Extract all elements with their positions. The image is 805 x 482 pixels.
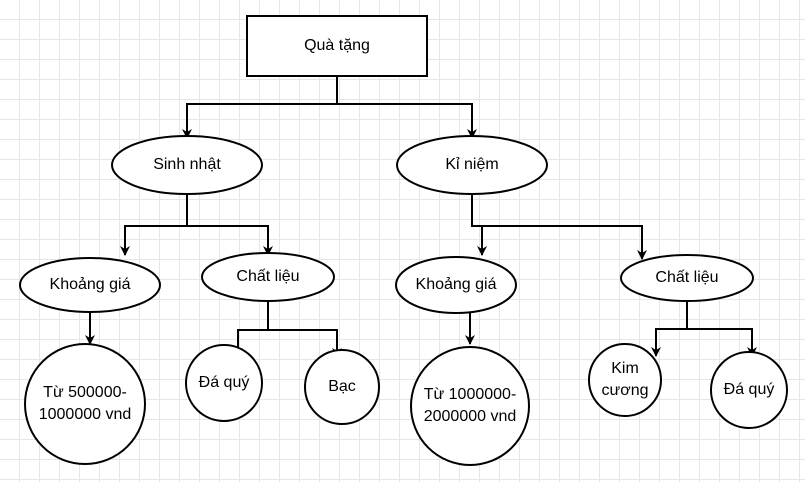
khoang-gia-1-label: Khoảng giá [49, 276, 131, 293]
edge-chat-lieu-to-da-quy-1 [233, 301, 269, 358]
root-label: Quà tặng [304, 37, 370, 54]
price-1-circle [24, 343, 146, 465]
da-quy-2-label: Đá quý [723, 381, 775, 398]
sinh-nhat-ellipse [111, 135, 263, 195]
edge-root-to-ki-niem [337, 103, 477, 139]
da-quy-2-circle [710, 351, 788, 429]
da-quy-1-label: Đá quý [198, 374, 250, 391]
edge-sinh-nhat-to-khoang-gia [120, 193, 188, 256]
root-box [246, 15, 428, 77]
bac-circle [304, 349, 380, 425]
khoang-gia-2-ellipse [395, 256, 517, 314]
chat-lieu-2-label: Chất liệu [655, 269, 719, 286]
ki-niem-label: Kỉ niệm [445, 156, 499, 173]
khoang-gia-1-ellipse [19, 257, 161, 313]
chat-lieu-2-ellipse [620, 254, 754, 302]
edge-chat-lieu-to-bac [268, 329, 342, 358]
edge-root-to-sinh-nhat [182, 76, 338, 139]
kim-cuong-label: Kim cương [601, 360, 649, 399]
edge-chat-lieu-to-da-quy-2 [687, 328, 757, 357]
edge-ki-niem-to-chat-lieu [472, 225, 647, 260]
price-2-label: Từ 1000000-2000000 vnd [423, 386, 517, 425]
price-2-circle [410, 346, 530, 466]
ki-niem-ellipse [396, 135, 548, 195]
edge-sinh-nhat-to-chat-lieu [187, 225, 273, 256]
khoang-gia-2-label: Khoảng giá [415, 276, 497, 293]
da-quy-1-circle [185, 344, 263, 422]
bac-label: Bạc [328, 378, 356, 395]
edge-ki-niem-to-khoang-gia [471, 193, 487, 256]
chat-lieu-1-ellipse [201, 252, 335, 302]
edge-chat-lieu-to-kim-cuong [651, 301, 688, 357]
price-1-label: Từ 500000-1000000 vnd [38, 384, 132, 423]
sinh-nhat-label: Sinh nhật [153, 156, 221, 173]
kim-cuong-circle [588, 343, 662, 417]
chat-lieu-1-label: Chất liệu [236, 268, 300, 285]
